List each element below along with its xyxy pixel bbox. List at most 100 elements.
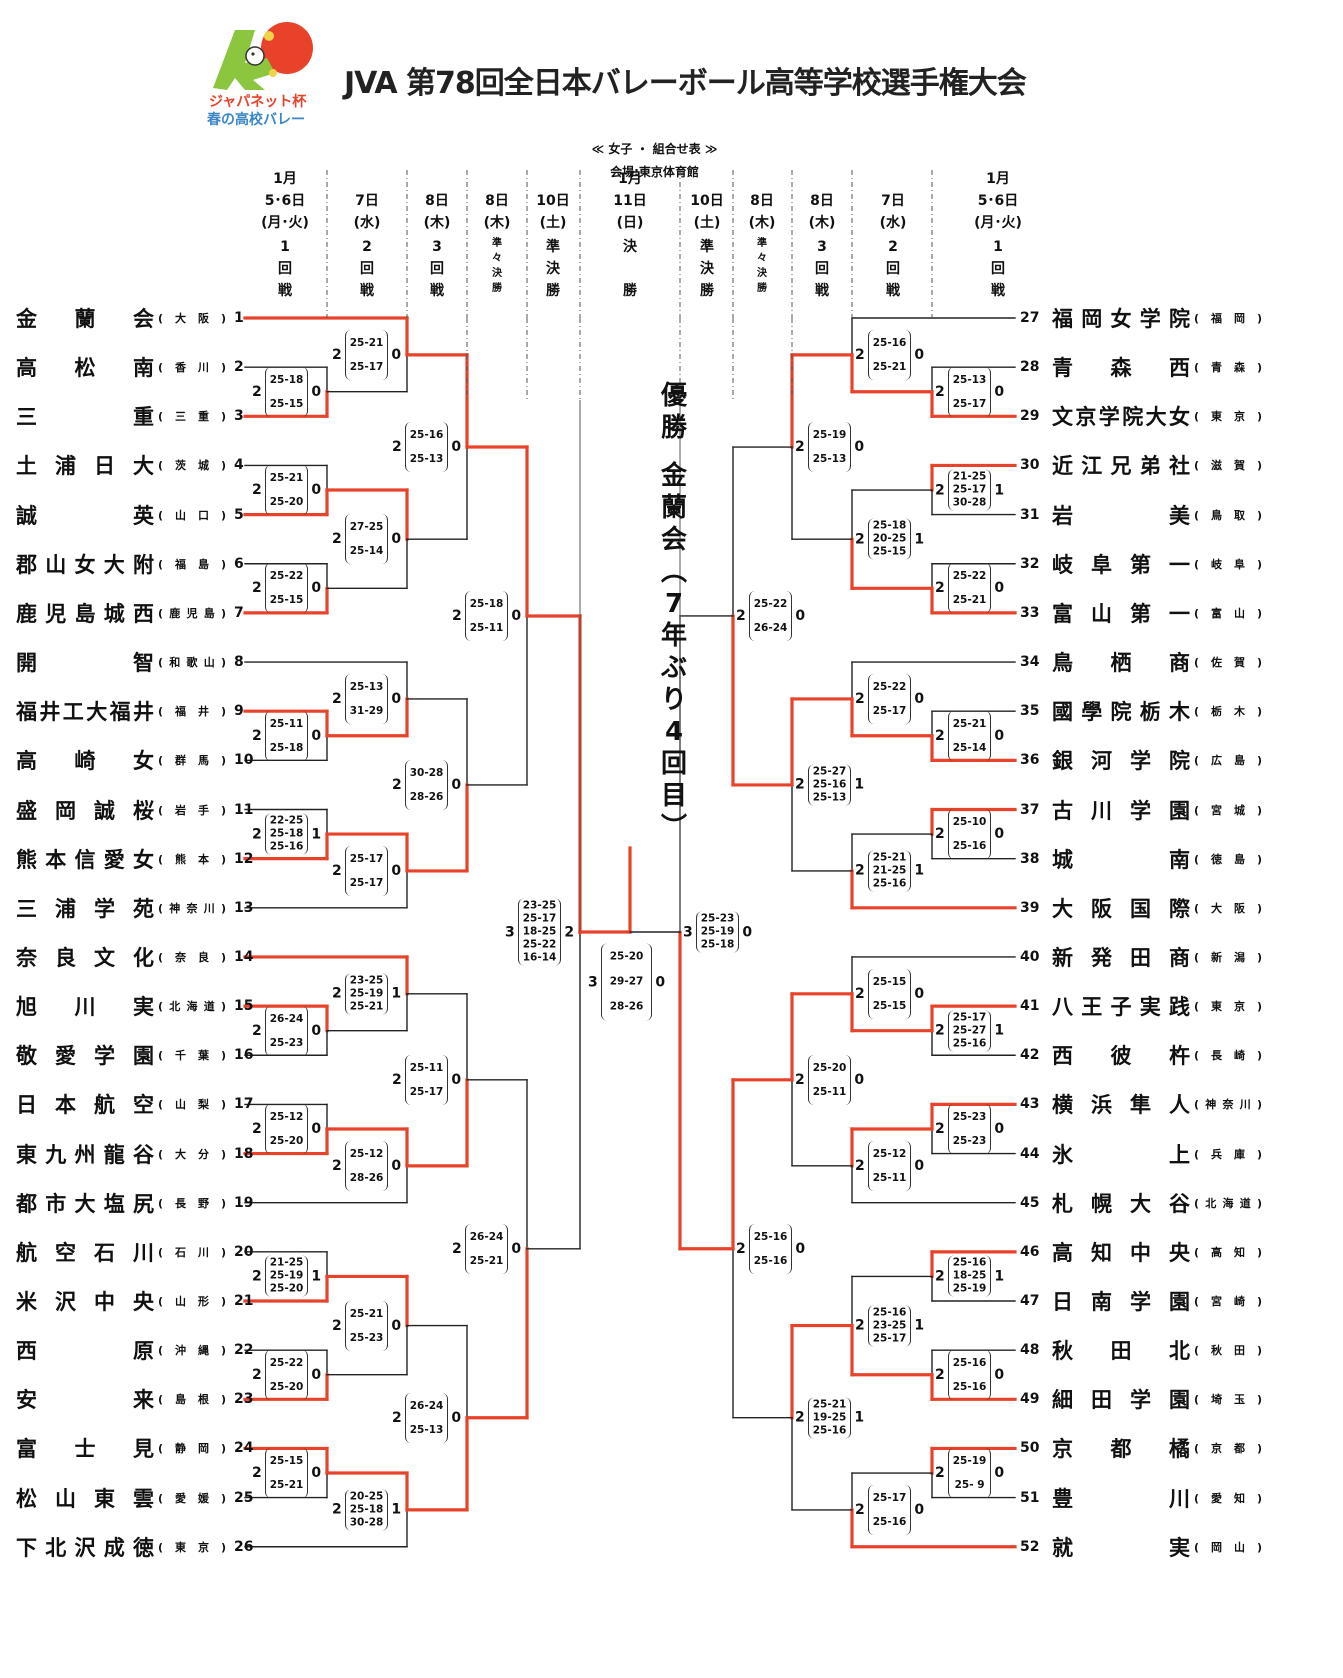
round-day: (土) bbox=[539, 215, 567, 231]
team-name: 日南学園 bbox=[1052, 1290, 1190, 1314]
set-score: 25-21 bbox=[349, 1000, 384, 1013]
set-score: 25-15 bbox=[872, 999, 907, 1012]
team-seed: 12 bbox=[234, 850, 254, 867]
sets-won: 2 bbox=[855, 1501, 865, 1518]
set-score: 25-20 bbox=[269, 1380, 304, 1393]
team-row: 高崎女(群馬)10 bbox=[16, 745, 260, 775]
team-name: 日本航空 bbox=[16, 1093, 154, 1118]
sets-lost: 0 bbox=[311, 1022, 322, 1039]
sets-lost: 1 bbox=[994, 1268, 1005, 1285]
team-prefecture: (大阪) bbox=[1194, 901, 1262, 915]
sets-won: 2 bbox=[252, 383, 262, 400]
set-score: 25-15 bbox=[269, 594, 304, 607]
set-score: 21-25 bbox=[872, 864, 907, 877]
team-seed: 13 bbox=[234, 899, 254, 916]
set-score: 25-13 bbox=[812, 791, 847, 804]
team-seed: 1 bbox=[234, 310, 244, 326]
set-score: 20-25 bbox=[349, 1490, 384, 1503]
round-name-char: 3 bbox=[817, 239, 827, 255]
round-name-char: 準 bbox=[757, 238, 767, 249]
team-row: 松山東雲(愛媛)25 bbox=[16, 1483, 260, 1513]
set-score: 25-23 bbox=[700, 912, 735, 925]
set-score: 25-17 bbox=[409, 1085, 444, 1098]
team-seed: 19 bbox=[234, 1194, 254, 1211]
team-name: 航空石川 bbox=[16, 1240, 154, 1265]
team-name: 郡山女大附 bbox=[16, 552, 154, 577]
set-score: 25-22 bbox=[269, 570, 304, 583]
round-month bbox=[327, 168, 407, 190]
page-title: JVA 第78回全日本バレーボール高等学校選手権大会 bbox=[344, 66, 1027, 101]
team-seed: 5 bbox=[234, 506, 244, 523]
sets-won: 2 bbox=[392, 1409, 402, 1426]
team-name: 横浜隼人 bbox=[1052, 1093, 1190, 1118]
set-scores: 25-22 25-15 bbox=[264, 563, 309, 614]
set-score: 25-16 bbox=[812, 778, 847, 791]
sets-won: 2 bbox=[452, 1240, 462, 1257]
round-name-char bbox=[590, 258, 670, 280]
set-score: 27-25 bbox=[349, 521, 384, 534]
team-name: 奈良文化 bbox=[16, 945, 154, 970]
team-row: 郡山女大附(福島)6 bbox=[16, 549, 260, 579]
sets-won: 2 bbox=[855, 531, 865, 548]
set-score: 25-11 bbox=[409, 1061, 444, 1074]
team-name: 福岡女学院 bbox=[1052, 307, 1190, 331]
sets-lost: 1 bbox=[391, 985, 402, 1002]
team-name: 氷上 bbox=[1052, 1142, 1190, 1167]
team-name: 銀河学院 bbox=[1052, 749, 1190, 774]
set-score: 25-19 bbox=[812, 429, 847, 442]
team-prefecture: (埼玉) bbox=[1194, 1393, 1262, 1407]
set-score: 25-12 bbox=[872, 1147, 907, 1160]
set-score: 25-18 bbox=[700, 938, 735, 951]
team-seed: 18 bbox=[234, 1145, 254, 1162]
team-row: 金蘭会(大阪)1 bbox=[16, 303, 260, 333]
sets-won: 2 bbox=[935, 580, 945, 597]
team-prefecture: (和歌山) bbox=[158, 656, 226, 670]
set-score: 30-28 bbox=[952, 496, 987, 509]
set-score: 20-25 bbox=[872, 532, 907, 545]
sets-won: 2 bbox=[935, 1268, 945, 1285]
team-name: 旭川実 bbox=[16, 995, 154, 1020]
sets-won: 2 bbox=[252, 727, 262, 744]
round-name: 準々決勝 bbox=[457, 236, 537, 296]
team-seed: 8 bbox=[234, 654, 244, 671]
team-name: 新発田商 bbox=[1052, 945, 1190, 970]
champion-char: 優 bbox=[660, 381, 687, 411]
sets-lost: 0 bbox=[311, 727, 322, 744]
round-day: (水) bbox=[353, 215, 381, 231]
set-score: 25-21 bbox=[349, 336, 384, 349]
team-row: 航空石川(石川)20 bbox=[16, 1237, 260, 1267]
sets-won: 3 bbox=[505, 924, 515, 941]
team-seed: 43 bbox=[1020, 1096, 1040, 1113]
sets-won: 2 bbox=[935, 1022, 945, 1039]
team-seed: 29 bbox=[1020, 408, 1040, 425]
round-name-char: 回 bbox=[991, 261, 1005, 277]
set-score: 25-19 bbox=[700, 925, 735, 938]
logo-text-bottom: 春の高校バレー bbox=[206, 111, 305, 128]
team-seed: 48 bbox=[1020, 1342, 1040, 1359]
team-seed: 16 bbox=[234, 1047, 254, 1064]
sets-lost: 0 bbox=[914, 346, 925, 363]
